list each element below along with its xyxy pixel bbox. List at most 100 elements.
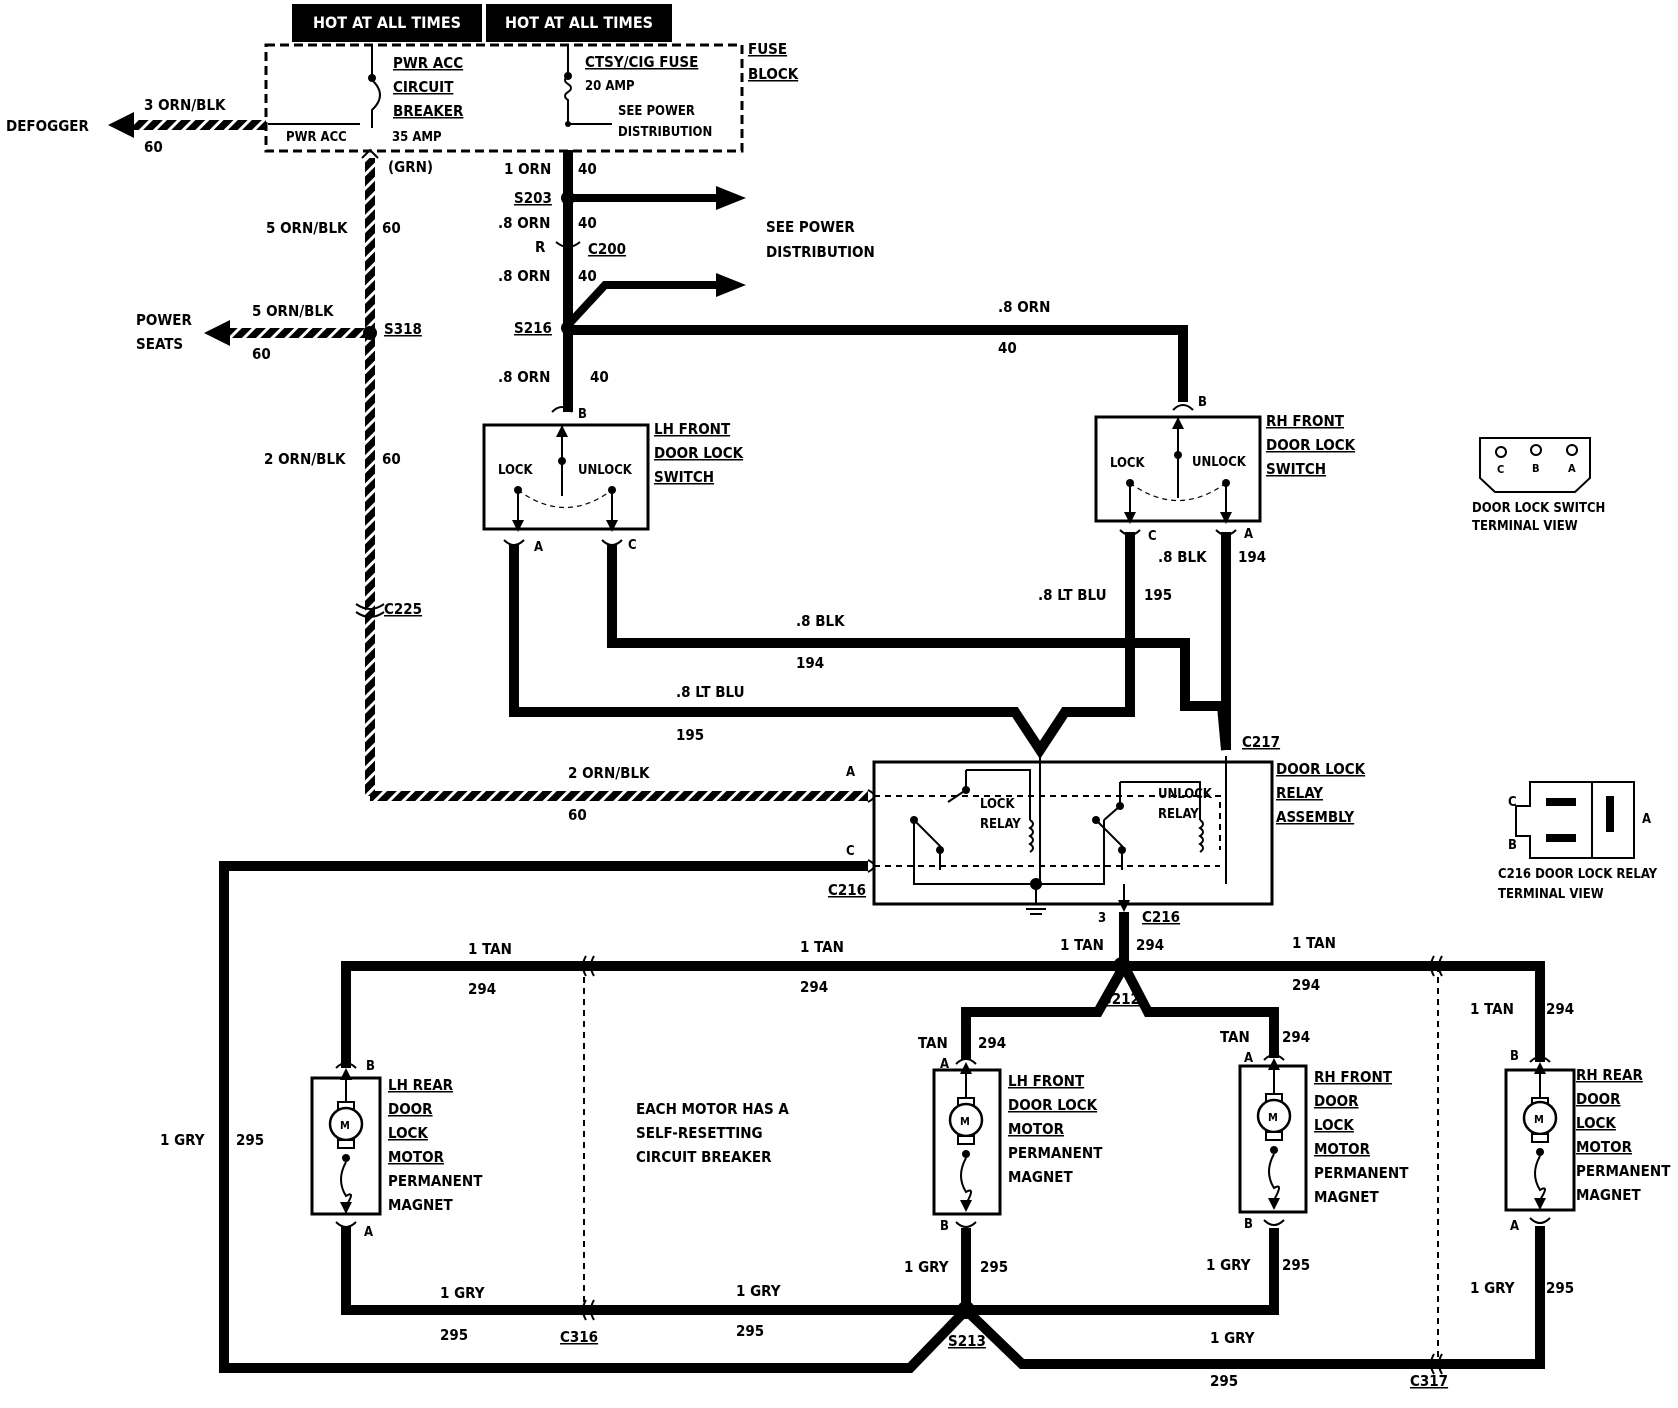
lh-front-pin-a: A bbox=[940, 1057, 949, 1072]
connector-c200 bbox=[555, 241, 581, 248]
wire-60-d: 60 bbox=[382, 450, 401, 468]
wire-08-lt-blu-b: .8 LT BLU bbox=[1038, 586, 1107, 604]
lh-front-title-5: MAGNET bbox=[1008, 1168, 1073, 1186]
gry-circuit-295 bbox=[219, 861, 1545, 1375]
rh-switch-title-3: SWITCH bbox=[1266, 460, 1326, 478]
wire-294-b: 294 bbox=[468, 980, 496, 998]
lh-rear-title-5: PERMANENT bbox=[388, 1172, 483, 1190]
lh-front-title-2: DOOR LOCK bbox=[1008, 1096, 1098, 1114]
lh-switch-lock: LOCK bbox=[498, 463, 534, 478]
c216-label-b: C216 bbox=[1142, 908, 1180, 926]
lh-rear-title-6: MAGNET bbox=[388, 1196, 453, 1214]
switch-view-caption-1: DOOR LOCK SWITCH bbox=[1472, 501, 1605, 516]
unlock-relay-2: RELAY bbox=[1158, 807, 1199, 822]
s213-label: S213 bbox=[948, 1332, 986, 1350]
rh-switch-pin-c: C bbox=[1148, 529, 1157, 544]
c217-label: C217 bbox=[1242, 733, 1280, 751]
orn-circuit-40 bbox=[555, 150, 1188, 412]
wire-40-c: 40 bbox=[578, 267, 597, 285]
orn-blk-circuit-60 bbox=[108, 112, 868, 801]
lh-switch-title-1: LH FRONT bbox=[654, 420, 731, 438]
wire-195-b: 195 bbox=[1144, 586, 1172, 604]
rh-rear-title-4: MOTOR bbox=[1576, 1138, 1633, 1156]
wire-1-tan-c: 1 TAN bbox=[800, 938, 844, 956]
defogger-arrow bbox=[108, 112, 134, 138]
switch-view-caption-2: TERMINAL VIEW bbox=[1472, 519, 1578, 534]
rh-rear-title-6: MAGNET bbox=[1576, 1186, 1641, 1204]
wire-2-orn-blk-a: 2 ORN/BLK bbox=[264, 450, 346, 468]
wire-1-gry-c: 1 GRY bbox=[736, 1282, 781, 1300]
rh-front-title-3: LOCK bbox=[1314, 1116, 1354, 1134]
see-power-1: SEE POWER bbox=[766, 218, 855, 236]
fuse-block-label-1: FUSE bbox=[748, 40, 787, 58]
hot-tag-2-text: HOT AT ALL TIMES bbox=[505, 13, 653, 32]
wire-08-lt-blu-a: .8 LT BLU bbox=[676, 683, 745, 701]
relay-pin-c: C bbox=[846, 844, 855, 859]
door-lock-switch-terminal-view: C B A DOOR LOCK SWITCH TERMINAL VIEW bbox=[1472, 437, 1605, 534]
breaker-terminal: PWR ACC bbox=[286, 130, 347, 145]
breaker-rating: 35 AMP bbox=[392, 130, 442, 145]
note-line-3: CIRCUIT BREAKER bbox=[636, 1148, 772, 1166]
rh-front-title-6: MAGNET bbox=[1314, 1188, 1379, 1206]
tan-label-b: TAN bbox=[1220, 1028, 1250, 1046]
rh-rear-title-5: PERMANENT bbox=[1576, 1162, 1671, 1180]
wire-60-c: 60 bbox=[252, 345, 271, 363]
s318-label: S318 bbox=[384, 320, 422, 338]
lh-switch-pin-c: C bbox=[628, 538, 637, 553]
rh-switch-unlock: UNLOCK bbox=[1192, 455, 1247, 470]
relay-view-c: C bbox=[1508, 795, 1517, 810]
fuse-block: FUSE BLOCK PWR ACC CIRCUIT BREAKER PWR A… bbox=[264, 40, 799, 153]
fuse-block-label-2: BLOCK bbox=[748, 65, 799, 83]
c216-label-a: C216 bbox=[828, 881, 866, 899]
wire-1-tan-d: 1 TAN bbox=[1292, 934, 1336, 952]
see-power-2: DISTRIBUTION bbox=[766, 243, 875, 261]
wire-294-a: 294 bbox=[1136, 936, 1164, 954]
lh-front-title-1: LH FRONT bbox=[1008, 1072, 1085, 1090]
lh-switch-pin-a: A bbox=[534, 540, 543, 555]
hot-at-all-times-tag-1: HOT AT ALL TIMES bbox=[292, 4, 482, 42]
wire-1-gry-b: 1 GRY bbox=[440, 1284, 485, 1302]
breaker-name-3: BREAKER bbox=[393, 102, 464, 120]
wire-40-a: 40 bbox=[578, 160, 597, 178]
rh-front-pin-a: A bbox=[1244, 1051, 1253, 1066]
power-seats-arrow bbox=[204, 320, 230, 346]
wire-5-orn-blk-a: 5 ORN/BLK bbox=[266, 219, 348, 237]
wire-08-orn-c: .8 ORN bbox=[998, 298, 1050, 316]
lh-rear-pin-b: B bbox=[366, 1059, 375, 1074]
wire-294-c: 294 bbox=[800, 978, 828, 996]
circuit-breaker-symbol bbox=[371, 46, 381, 128]
wire-295-e: 295 bbox=[1282, 1256, 1310, 1274]
rh-front-title-5: PERMANENT bbox=[1314, 1164, 1409, 1182]
lh-rear-pin-a: A bbox=[364, 1225, 373, 1240]
splice-s216 bbox=[561, 321, 575, 335]
lh-rear-m: M bbox=[340, 1119, 350, 1132]
fuse-note-1: SEE POWER bbox=[618, 104, 695, 119]
relay-pin-a: A bbox=[846, 765, 855, 780]
note-line-2: SELF-RESETTING bbox=[636, 1124, 763, 1142]
switch-view-b: B bbox=[1532, 462, 1540, 475]
relay-view-caption-2: TERMINAL VIEW bbox=[1498, 887, 1604, 902]
lock-relay-2: RELAY bbox=[980, 817, 1021, 832]
s216-label: S216 bbox=[514, 319, 552, 337]
relay-view-a: A bbox=[1642, 812, 1651, 827]
unlock-relay-1: UNLOCK bbox=[1158, 787, 1213, 802]
lh-rear-title-3: LOCK bbox=[388, 1124, 428, 1142]
rh-switch-pin-b: B bbox=[1198, 395, 1207, 410]
relay-view-b: B bbox=[1508, 838, 1517, 853]
rh-rear-title-1: RH REAR bbox=[1576, 1066, 1643, 1084]
relay-title-3: ASSEMBLY bbox=[1276, 808, 1354, 826]
wire-295-f: 295 bbox=[1210, 1372, 1238, 1390]
note-line-1: EACH MOTOR HAS A bbox=[636, 1100, 789, 1118]
c200-label: C200 bbox=[588, 240, 626, 258]
wire-2-orn-blk-b: 2 ORN/BLK bbox=[568, 764, 650, 782]
connector-c225 bbox=[355, 603, 385, 618]
wire-60-b: 60 bbox=[382, 219, 401, 237]
connector-c317 bbox=[1430, 1353, 1443, 1375]
lh-rear-door-lock-motor: M bbox=[310, 1062, 382, 1228]
breaker-name-1: PWR ACC bbox=[393, 54, 463, 72]
wire-1-gry-a: 1 GRY bbox=[160, 1131, 205, 1149]
power-seats-2: SEATS bbox=[136, 335, 183, 353]
wire-295-d: 295 bbox=[980, 1258, 1008, 1276]
wire-40-d: 40 bbox=[998, 339, 1017, 357]
